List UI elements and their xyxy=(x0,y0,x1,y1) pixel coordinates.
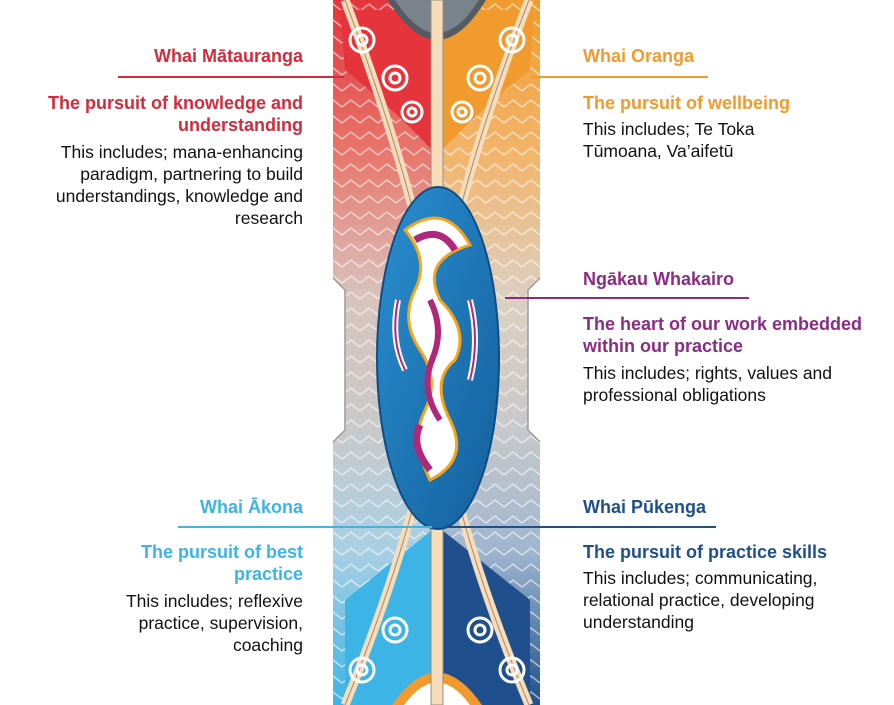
akona-subtitle: The pursuit of best practice xyxy=(103,541,303,585)
akona-body: This includes; reflexive practice, super… xyxy=(83,590,303,656)
akona-rule xyxy=(178,526,432,528)
pukenga-body: This includes; communicating, relational… xyxy=(583,567,883,633)
matauranga-subtitle: The pursuit of knowledge and understandi… xyxy=(0,92,303,136)
ngakau-body: This includes; rights, values and profes… xyxy=(583,362,883,406)
oranga-rule xyxy=(530,76,708,78)
pukenga-title: Whai Pūkenga xyxy=(583,496,843,518)
akona-title: Whai Ākona xyxy=(40,496,303,518)
oranga-body: This includes; Te Toka Tūmoana, Va’aifet… xyxy=(583,118,773,162)
pukenga-rule xyxy=(443,526,716,528)
matauranga-title: Whai Mātauranga xyxy=(40,45,303,67)
ngakau-title: Ngākau Whakairo xyxy=(583,268,843,290)
pukenga-subtitle: The pursuit of practice skills xyxy=(583,541,883,563)
central-oval xyxy=(377,187,499,529)
matauranga-rule xyxy=(118,76,344,78)
oranga-title: Whai Oranga xyxy=(583,45,843,67)
ngakau-rule xyxy=(505,297,749,299)
ngakau-subtitle: The heart of our work embedded within ou… xyxy=(583,313,888,357)
matauranga-body: This includes; mana-enhancing paradigm, … xyxy=(0,141,303,229)
oranga-subtitle: The pursuit of wellbeing xyxy=(583,92,883,114)
